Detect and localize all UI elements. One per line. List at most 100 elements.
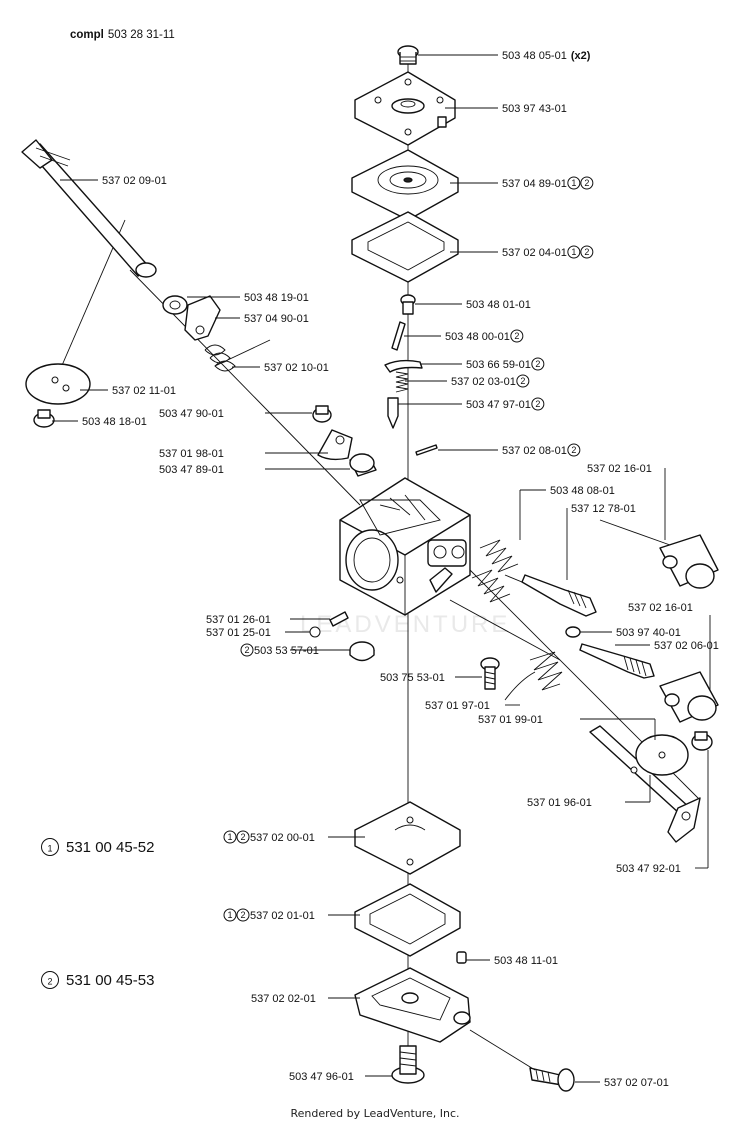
kit-mark-label: 1 xyxy=(571,178,576,188)
part-number: 503 47 92-01 xyxy=(616,863,681,875)
diaphragm-screw-top xyxy=(397,45,419,65)
kit-mark-label: 2 xyxy=(47,977,52,987)
kit-mark-label: 1 xyxy=(571,247,576,257)
part-callout-p20[interactable]: 537 02 10-01 xyxy=(264,362,329,374)
jet-spring xyxy=(329,611,349,627)
leader-lines xyxy=(52,54,711,1083)
part-callout-p27[interactable]: 537 01 25-01 xyxy=(206,627,271,639)
part-callout-p33[interactable]: 503 47 92-01 xyxy=(616,863,681,875)
throttle-shaft xyxy=(21,139,157,278)
part-number: 537 02 04-01 xyxy=(502,247,567,259)
choke-detent xyxy=(317,429,353,461)
part-callout-p21[interactable]: 537 02 11-01 xyxy=(112,385,176,397)
part-callout-p12[interactable]: 503 48 08-01 xyxy=(550,485,615,497)
kit-mark-circle xyxy=(236,908,250,922)
part-number: 503 97 43-01 xyxy=(502,103,567,115)
part-callout-p16[interactable]: 537 02 06-01 xyxy=(654,640,719,652)
inlet-lever xyxy=(384,359,423,373)
part-callout-p39[interactable]: 537 02 07-01 xyxy=(604,1077,669,1089)
part-number: 537 02 16-01 xyxy=(587,463,652,475)
limiter-cap-upper xyxy=(659,534,719,589)
kit-mark-label: 2 xyxy=(244,645,249,655)
part-callout-p15[interactable]: 503 97 40-01 xyxy=(616,627,681,639)
kit-mark-circle xyxy=(223,908,237,922)
part-number: 503 48 01-01 xyxy=(466,299,531,311)
kit-mark-circle xyxy=(223,830,237,844)
part-callout-p13[interactable]: 537 12 78-01 xyxy=(571,503,636,515)
part-number: 503 47 96-01 xyxy=(289,1071,354,1083)
kit-mark-circle xyxy=(567,443,581,457)
part-callout-p14[interactable]: 537 02 16-01 xyxy=(628,602,693,614)
part-callout-p36[interactable]: 503 48 11-01 xyxy=(494,955,558,967)
kit-mark-circle xyxy=(236,830,250,844)
part-callout-p02[interactable]: 503 97 43-01 xyxy=(502,103,567,115)
part-number: 537 01 25-01 xyxy=(206,627,271,639)
kit-mark-circle xyxy=(531,357,545,371)
part-callout-p19[interactable]: 537 04 90-01 xyxy=(244,313,309,325)
shaft-bushing xyxy=(162,295,188,315)
part-callout-p23[interactable]: 503 47 90-01 xyxy=(159,408,224,420)
part-number: 537 01 98-01 xyxy=(159,448,224,460)
part-number: 537 04 89-01 xyxy=(502,178,567,190)
part-callout-p28[interactable]: 2 503 53 57-01 xyxy=(240,643,319,657)
kit-mark-circle xyxy=(567,176,581,190)
part-callout-p31[interactable]: 537 01 99-01 xyxy=(478,714,543,726)
kit-mark-circle xyxy=(567,245,581,259)
metering-cover xyxy=(354,967,471,1043)
part-callout-p37[interactable]: 537 02 02-01 xyxy=(251,993,316,1005)
choke-spring xyxy=(504,651,563,701)
part-callout-p25[interactable]: 503 47 89-01 xyxy=(159,464,224,476)
part-callout-p18[interactable]: 503 48 19-01 xyxy=(244,292,309,304)
detent-bushing xyxy=(349,453,377,477)
inlet-needle xyxy=(387,397,399,429)
part-callout-p01[interactable]: 503 48 05-01(x2) xyxy=(502,50,591,62)
throttle-lever xyxy=(184,295,221,341)
kit-number: 531 00 45-53 xyxy=(66,972,154,989)
kit-mark-circle xyxy=(41,838,59,856)
part-number: 537 04 90-01 xyxy=(244,313,309,325)
part-callout-p30[interactable]: 537 01 97-01 xyxy=(425,700,490,712)
part-callout-p05[interactable]: 503 48 01-01 xyxy=(466,299,531,311)
kit-mark-label: 2 xyxy=(584,247,589,257)
part-callout-p24[interactable]: 537 01 98-01 xyxy=(159,448,224,460)
part-callout-p17[interactable]: 537 02 09-01 xyxy=(102,175,167,187)
kit-mark-label: 1 xyxy=(47,844,52,854)
part-number: 537 02 10-01 xyxy=(264,362,329,374)
kit-mark-label: 2 xyxy=(240,832,245,842)
kit-mark-circle xyxy=(531,397,545,411)
part-callout-p32[interactable]: 537 01 96-01 xyxy=(527,797,592,809)
part-number: 537 02 07-01 xyxy=(604,1077,669,1089)
idle-screw xyxy=(480,657,500,690)
part-callout-p22[interactable]: 503 48 18-01 xyxy=(82,416,147,428)
part-callout-p26[interactable]: 537 01 26-01 xyxy=(206,614,271,626)
choke-valve-screw xyxy=(691,731,713,751)
kit-mark-circle xyxy=(510,329,524,343)
part-number: 503 53 57-01 xyxy=(254,645,319,657)
metering-diaphragm xyxy=(354,801,461,875)
needle-washer xyxy=(565,626,581,638)
lever-spring xyxy=(395,371,409,393)
part-callout-p11[interactable]: 537 02 16-01 xyxy=(587,463,652,475)
kit-mark-circle xyxy=(580,245,594,259)
idle-spring-lower xyxy=(471,569,511,603)
kit-mark-label: 2 xyxy=(240,910,245,920)
quantity-suffix: (x2) xyxy=(571,50,591,62)
part-number: 537 02 08-01 xyxy=(502,445,567,457)
part-callout-p38[interactable]: 503 47 96-01 xyxy=(289,1071,354,1083)
part-number: 503 48 08-01 xyxy=(550,485,615,497)
part-callout-p29[interactable]: 503 75 53-01 xyxy=(380,672,445,684)
part-number: 537 02 00-01 xyxy=(250,832,315,844)
pump-cover xyxy=(354,71,456,146)
part-number: 537 02 06-01 xyxy=(654,640,719,652)
